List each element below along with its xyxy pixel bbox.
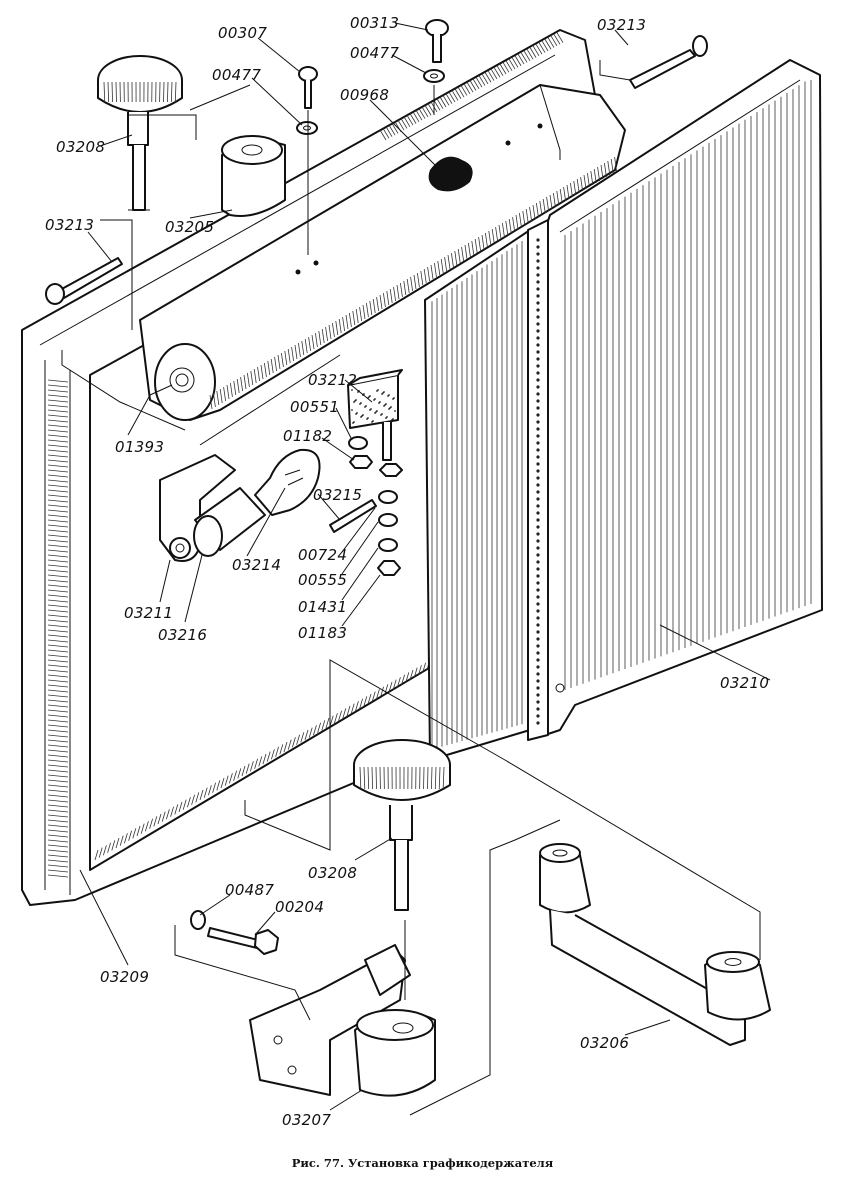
lamp-socket-03216	[193, 487, 266, 557]
screw-00313	[425, 19, 449, 63]
top-bar-hatching	[209, 156, 617, 410]
bar-end-cap	[154, 343, 216, 421]
nut-01182	[349, 455, 373, 469]
label-03207: 03207	[282, 1111, 331, 1129]
label-03210: 03210	[720, 674, 769, 692]
bracket-03205	[221, 135, 286, 217]
washer-00487	[190, 910, 206, 930]
knurled-knob-03208-top	[97, 55, 183, 211]
label-03212: 03212	[308, 371, 357, 389]
perforation-strip	[536, 238, 540, 725]
chart-panel-03210	[544, 59, 823, 736]
label-03215: 03215	[313, 486, 362, 504]
terminal-03215	[329, 499, 377, 533]
wing-knob-00968	[428, 156, 473, 192]
label-00477-right: 00477	[350, 44, 399, 62]
chart-panel-hatching	[564, 80, 812, 690]
bolt-00204	[207, 927, 279, 955]
washer-00477-right	[423, 69, 445, 83]
label-03208-bottom: 03208	[308, 864, 357, 882]
label-00724: 00724	[298, 546, 347, 564]
screw-03213-left	[45, 257, 123, 305]
screw-00307	[298, 66, 318, 109]
top-bar-housing	[139, 84, 626, 421]
label-00307: 00307	[218, 24, 267, 42]
label-00204: 00204	[275, 898, 324, 916]
label-00551: 00551	[290, 398, 339, 416]
washer-00551	[348, 436, 368, 450]
label-01182: 01182	[283, 427, 332, 445]
label-00487: 00487	[225, 881, 274, 899]
sliding-plate	[424, 219, 549, 761]
washer-00724	[378, 490, 398, 504]
part-labels: 00307 00313 03213 00477 00477 00968 0320…	[45, 14, 769, 1129]
label-03206: 03206	[580, 1034, 629, 1052]
sliding-plate-hatching	[431, 241, 523, 750]
label-03211: 03211	[124, 604, 173, 622]
lamp-holder-03211	[159, 454, 236, 562]
label-01393: 01393	[115, 438, 164, 456]
label-03213-left: 03213	[45, 216, 94, 234]
contact-block-stipple	[351, 389, 396, 424]
toggle-switch-01393	[149, 384, 173, 396]
label-00477-left: 00477	[212, 66, 261, 84]
light-bulb-03214	[254, 448, 321, 516]
label-leader-lines	[79, 22, 771, 1111]
nut-01182-b	[379, 463, 403, 477]
label-03214: 03214	[232, 556, 281, 574]
base-bracket-03207	[249, 944, 436, 1097]
label-03205: 03205	[165, 218, 214, 236]
label-01183: 01183	[298, 624, 347, 642]
label-01431: 01431	[298, 598, 347, 616]
label-00313: 00313	[350, 14, 399, 32]
nut-01183	[377, 560, 401, 576]
label-03216: 03216	[158, 626, 207, 644]
knob-top-knurling	[103, 81, 177, 103]
contact-block-03212	[347, 369, 403, 461]
figure-caption: Рис. 77. Установка графикодержателя	[291, 1156, 554, 1170]
label-00555: 00555	[298, 571, 347, 589]
knurled-knob-03208-bottom	[353, 739, 451, 911]
label-00968: 00968	[340, 86, 389, 104]
washer-01431	[378, 538, 398, 552]
washer-00555	[378, 513, 398, 527]
screw-03213-top	[629, 35, 708, 89]
label-03209: 03209	[100, 968, 149, 986]
label-03208-top: 03208	[56, 138, 105, 156]
crank-handle-03206	[539, 843, 771, 1046]
knob-bottom-knurling	[359, 766, 445, 790]
assembly-guide-lines	[61, 60, 761, 1116]
label-03213-top: 03213	[597, 16, 646, 34]
